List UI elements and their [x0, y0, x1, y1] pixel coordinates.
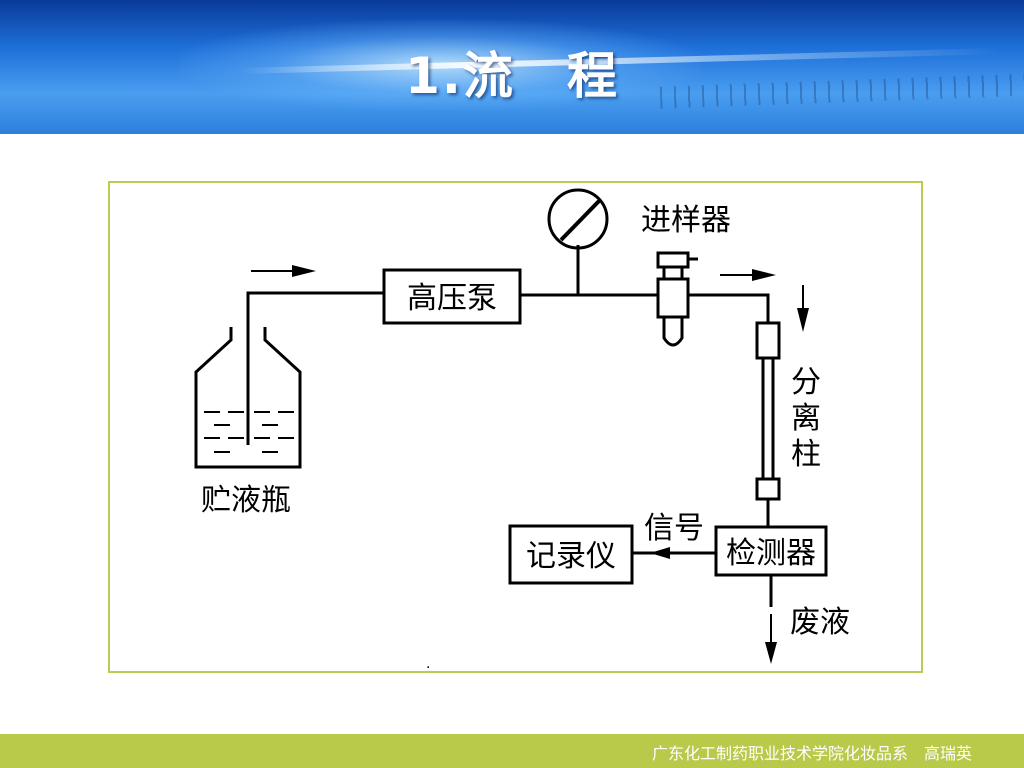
- column-label-char: 离: [791, 401, 821, 436]
- injector-cap: [656, 251, 690, 269]
- recorder-label: 记录仪: [526, 539, 616, 574]
- injector-neck: [662, 265, 684, 281]
- footer-bar: 广东化工制药职业技术学院化妆品系 高瑞英: [0, 734, 1024, 768]
- pressure-gauge: [547, 188, 609, 250]
- waste-label: 废液: [790, 605, 850, 640]
- waste-arrow-down-icon: [765, 614, 777, 664]
- column-label-char: 柱: [791, 437, 821, 472]
- page-title: 1.流 程: [405, 47, 619, 105]
- detector-label: 检测器: [726, 536, 816, 571]
- pump-label: 高压泵: [407, 281, 497, 316]
- injector-bulb: [662, 317, 684, 347]
- footer-credit: 广东化工制药职业技术学院化妆品系 高瑞英: [651, 744, 972, 763]
- suction-tube: [246, 291, 384, 445]
- flow-arrow-icon: [251, 265, 316, 277]
- header-banner: 1.流 程: [0, 0, 1024, 134]
- column-label-char: 分: [791, 365, 821, 400]
- recorder-box: [508, 524, 634, 585]
- reservoir-bottle: [194, 327, 302, 469]
- diagram-frame: [108, 181, 923, 673]
- gauge-needle: [559, 198, 602, 242]
- reservoir-liquid: [204, 411, 294, 453]
- signal-label: 信号: [644, 511, 704, 546]
- column-top-fitting: [755, 321, 781, 360]
- injector-label: 进样器: [641, 203, 731, 238]
- injector-to-column-tube: [688, 293, 770, 323]
- reservoir-label: 贮液瓶: [201, 483, 291, 518]
- signal-arrow-icon: [650, 547, 670, 559]
- flow-arrow-down-icon: [797, 285, 809, 332]
- flow-arrow-icon: [720, 269, 776, 281]
- stray-dot: .: [426, 656, 430, 672]
- injector-body: [656, 277, 690, 319]
- column-bottom-fitting: [755, 477, 781, 501]
